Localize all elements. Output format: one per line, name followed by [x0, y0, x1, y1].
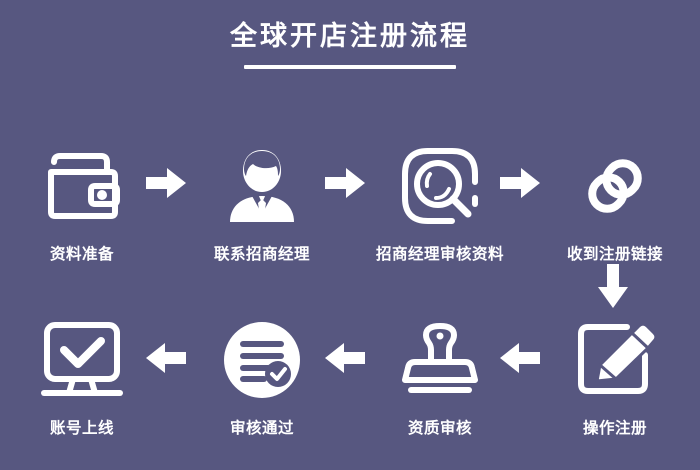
step-8-account-live[interactable]: 账号上线 — [7, 312, 157, 438]
step-5-label: 操作注册 — [582, 419, 647, 437]
businessman-icon — [187, 138, 337, 234]
step-3-label: 招商经理审核资料 — [375, 245, 504, 263]
wallet-icon — [7, 138, 157, 234]
step-1-data-preparation[interactable]: 资料准备 — [7, 138, 157, 264]
arrow-left-icon-1 — [146, 341, 186, 375]
arrow-right-icon-2 — [325, 166, 365, 200]
step-1-label: 资料准备 — [49, 245, 114, 263]
step-5-register[interactable]: 操作注册 — [540, 312, 690, 438]
rubber-stamp-icon — [365, 312, 515, 408]
step-8-label: 账号上线 — [49, 419, 114, 437]
step-6-label: 资质审核 — [407, 419, 472, 437]
chain-link-icon — [540, 138, 690, 234]
arrow-down-icon-1 — [596, 264, 630, 308]
arrow-right-icon-1 — [146, 166, 186, 200]
step-2-contact-manager[interactable]: 联系招商经理 — [187, 138, 337, 264]
step-7-label: 审核通过 — [229, 419, 294, 437]
arrow-right-icon-3 — [500, 166, 540, 200]
magnifier-scan-icon — [365, 138, 515, 234]
monitor-check-icon — [7, 312, 157, 408]
arrow-left-icon-3 — [500, 341, 540, 375]
step-4-receive-link[interactable]: 收到注册链接 — [540, 138, 690, 264]
page-title-text: 全球开店注册流程 — [230, 21, 470, 52]
step-7-review-passed[interactable]: 审核通过 — [187, 312, 337, 438]
arrow-left-icon-2 — [325, 341, 365, 375]
checklist-approved-icon — [187, 312, 337, 408]
step-4-label: 收到注册链接 — [566, 245, 663, 263]
step-2-label: 联系招商经理 — [213, 245, 310, 263]
pencil-edit-icon — [540, 312, 690, 408]
page-title: 全球开店注册流程 — [0, 20, 700, 69]
step-3-manager-review[interactable]: 招商经理审核资料 — [365, 138, 515, 264]
step-6-qualification-review[interactable]: 资质审核 — [365, 312, 515, 438]
title-underline-divider — [244, 65, 456, 69]
